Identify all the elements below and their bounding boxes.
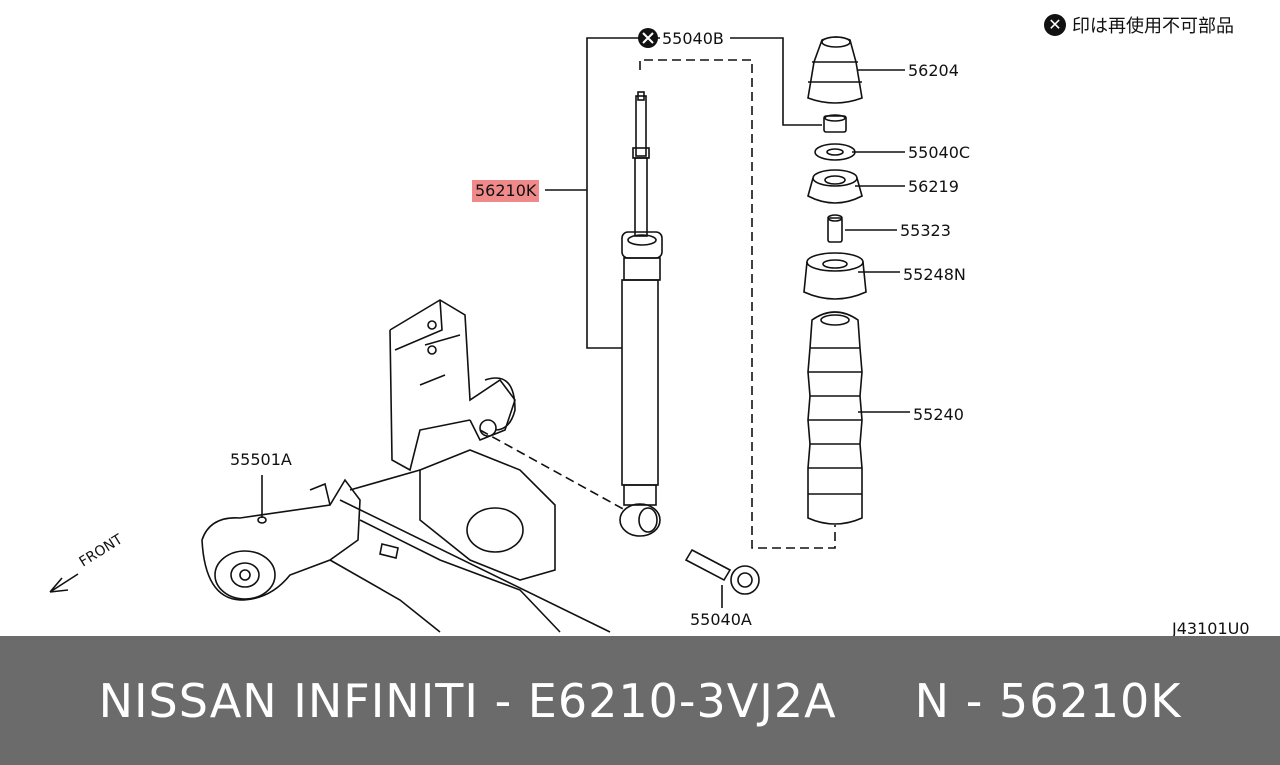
cap-56204: [807, 36, 863, 104]
bolt-dash-line: [479, 429, 626, 511]
callout-55240: 55240: [913, 405, 964, 424]
callout-56210k-highlighted[interactable]: 56210K: [472, 180, 540, 202]
shock-absorber: [619, 91, 663, 537]
callout-55040c: 55040C: [908, 143, 971, 162]
nut-55040b: [823, 114, 847, 133]
assembly-dash-line: [639, 59, 836, 549]
callout-55501a: 55501A: [230, 450, 292, 469]
callout-55040b: 55040B: [662, 29, 724, 48]
bolt-55040a: [684, 548, 760, 595]
trailing-arm-55501a: [201, 478, 361, 601]
non-reusable-note: ✕ 印は再使用不可部品: [1044, 12, 1234, 38]
collar-55323: [827, 214, 843, 243]
non-reusable-mark-icon: [638, 28, 658, 48]
drawing-code: J43101U0: [1172, 619, 1250, 638]
washer-55040c: [814, 143, 856, 161]
callout-56204: 56204: [908, 61, 959, 80]
note-text: 印は再使用不可部品: [1072, 16, 1234, 37]
callout-56219: 56219: [908, 177, 959, 196]
footer-title: NISSAN INFINITI - E6210-3VJ2A N - 56210K: [98, 673, 1182, 728]
callout-55040a: 55040A: [690, 610, 752, 629]
callout-55248n: 55248N: [903, 265, 966, 284]
callout-55323: 55323: [900, 221, 951, 240]
x-circle-icon: ✕: [1044, 14, 1066, 36]
parts-diagram: ✕ 印は再使用不可部品 55040B 56204 55040C 56219 55…: [49, 12, 1250, 638]
rear-suspension-beam: [329, 299, 611, 633]
mount-56219: [807, 169, 863, 204]
leader-55040b-right: [730, 37, 822, 126]
bellows-55240: [807, 311, 863, 525]
diagram-drawing: [49, 28, 910, 633]
front-arrow-icon: [49, 573, 79, 593]
seat-55248n: [803, 252, 867, 300]
leader-55040b-bracket: [586, 37, 660, 349]
footer-banner: NISSAN INFINITI - E6210-3VJ2A N - 56210K: [0, 636, 1280, 765]
